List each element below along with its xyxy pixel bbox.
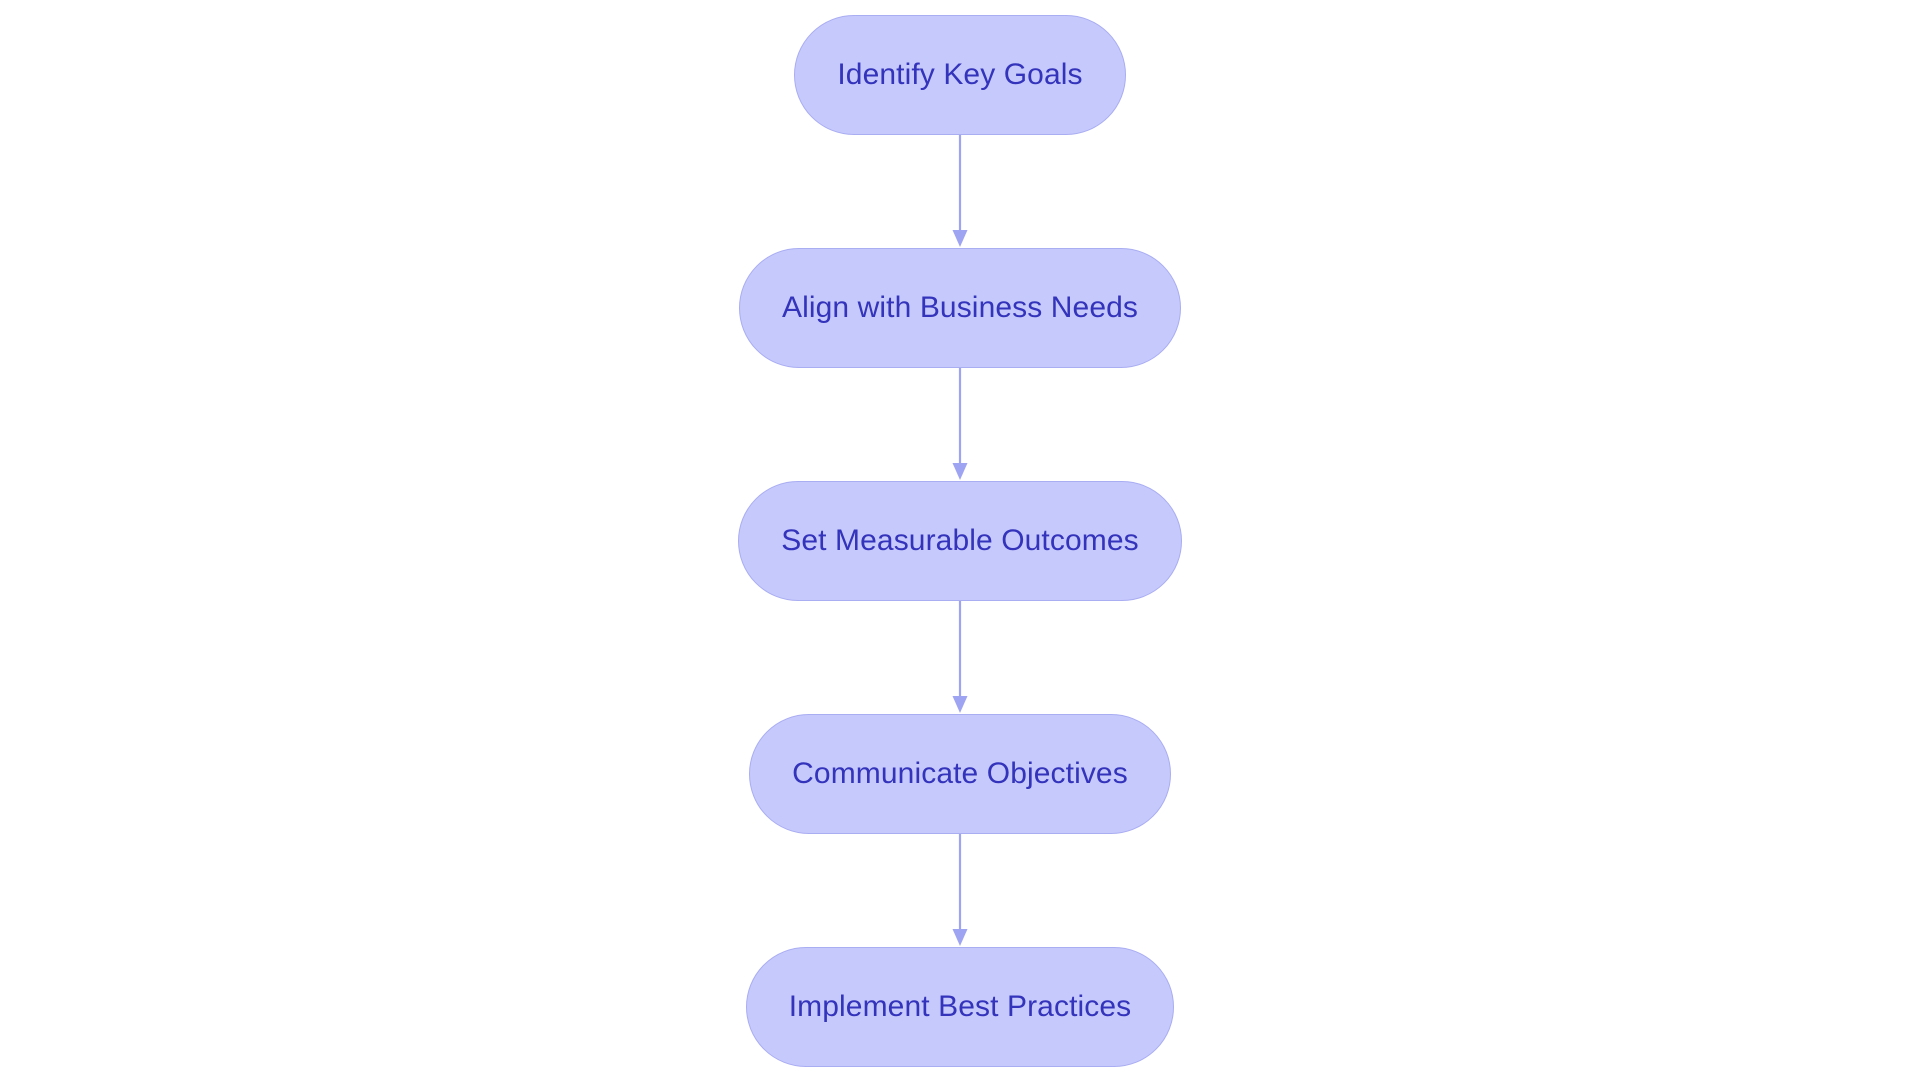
flowchart-node-label: Align with Business Needs (781, 291, 1138, 324)
flowchart-node-set-measurable-outcomes[interactable]: Set Measurable Outcomes (738, 481, 1182, 601)
flowchart-arrow-3 (950, 601, 970, 714)
arrow-down-icon (952, 368, 968, 480)
flowchart-arrow-2 (950, 368, 970, 481)
flowchart-node-label: Identify Key Goals (837, 58, 1083, 91)
arrow-down-icon (952, 135, 968, 247)
flowchart-arrow-4 (950, 834, 970, 947)
flowchart-node-label: Implement Best Practices (788, 990, 1132, 1023)
flowchart-node-communicate-objectives[interactable]: Communicate Objectives (749, 714, 1171, 834)
flowchart-node-label: Communicate Objectives (792, 757, 1128, 790)
flowchart-node-implement-best-practices[interactable]: Implement Best Practices (745, 947, 1175, 1067)
arrow-down-icon (952, 834, 968, 946)
flowchart-node-identify-key-goals[interactable]: Identify Key Goals (794, 15, 1126, 135)
arrow-down-icon (952, 601, 968, 713)
flowchart-node-align-with-business-needs[interactable]: Align with Business Needs (738, 248, 1181, 368)
flowchart-node-label: Set Measurable Outcomes (781, 524, 1139, 557)
flowchart-arrow-1 (950, 135, 970, 248)
